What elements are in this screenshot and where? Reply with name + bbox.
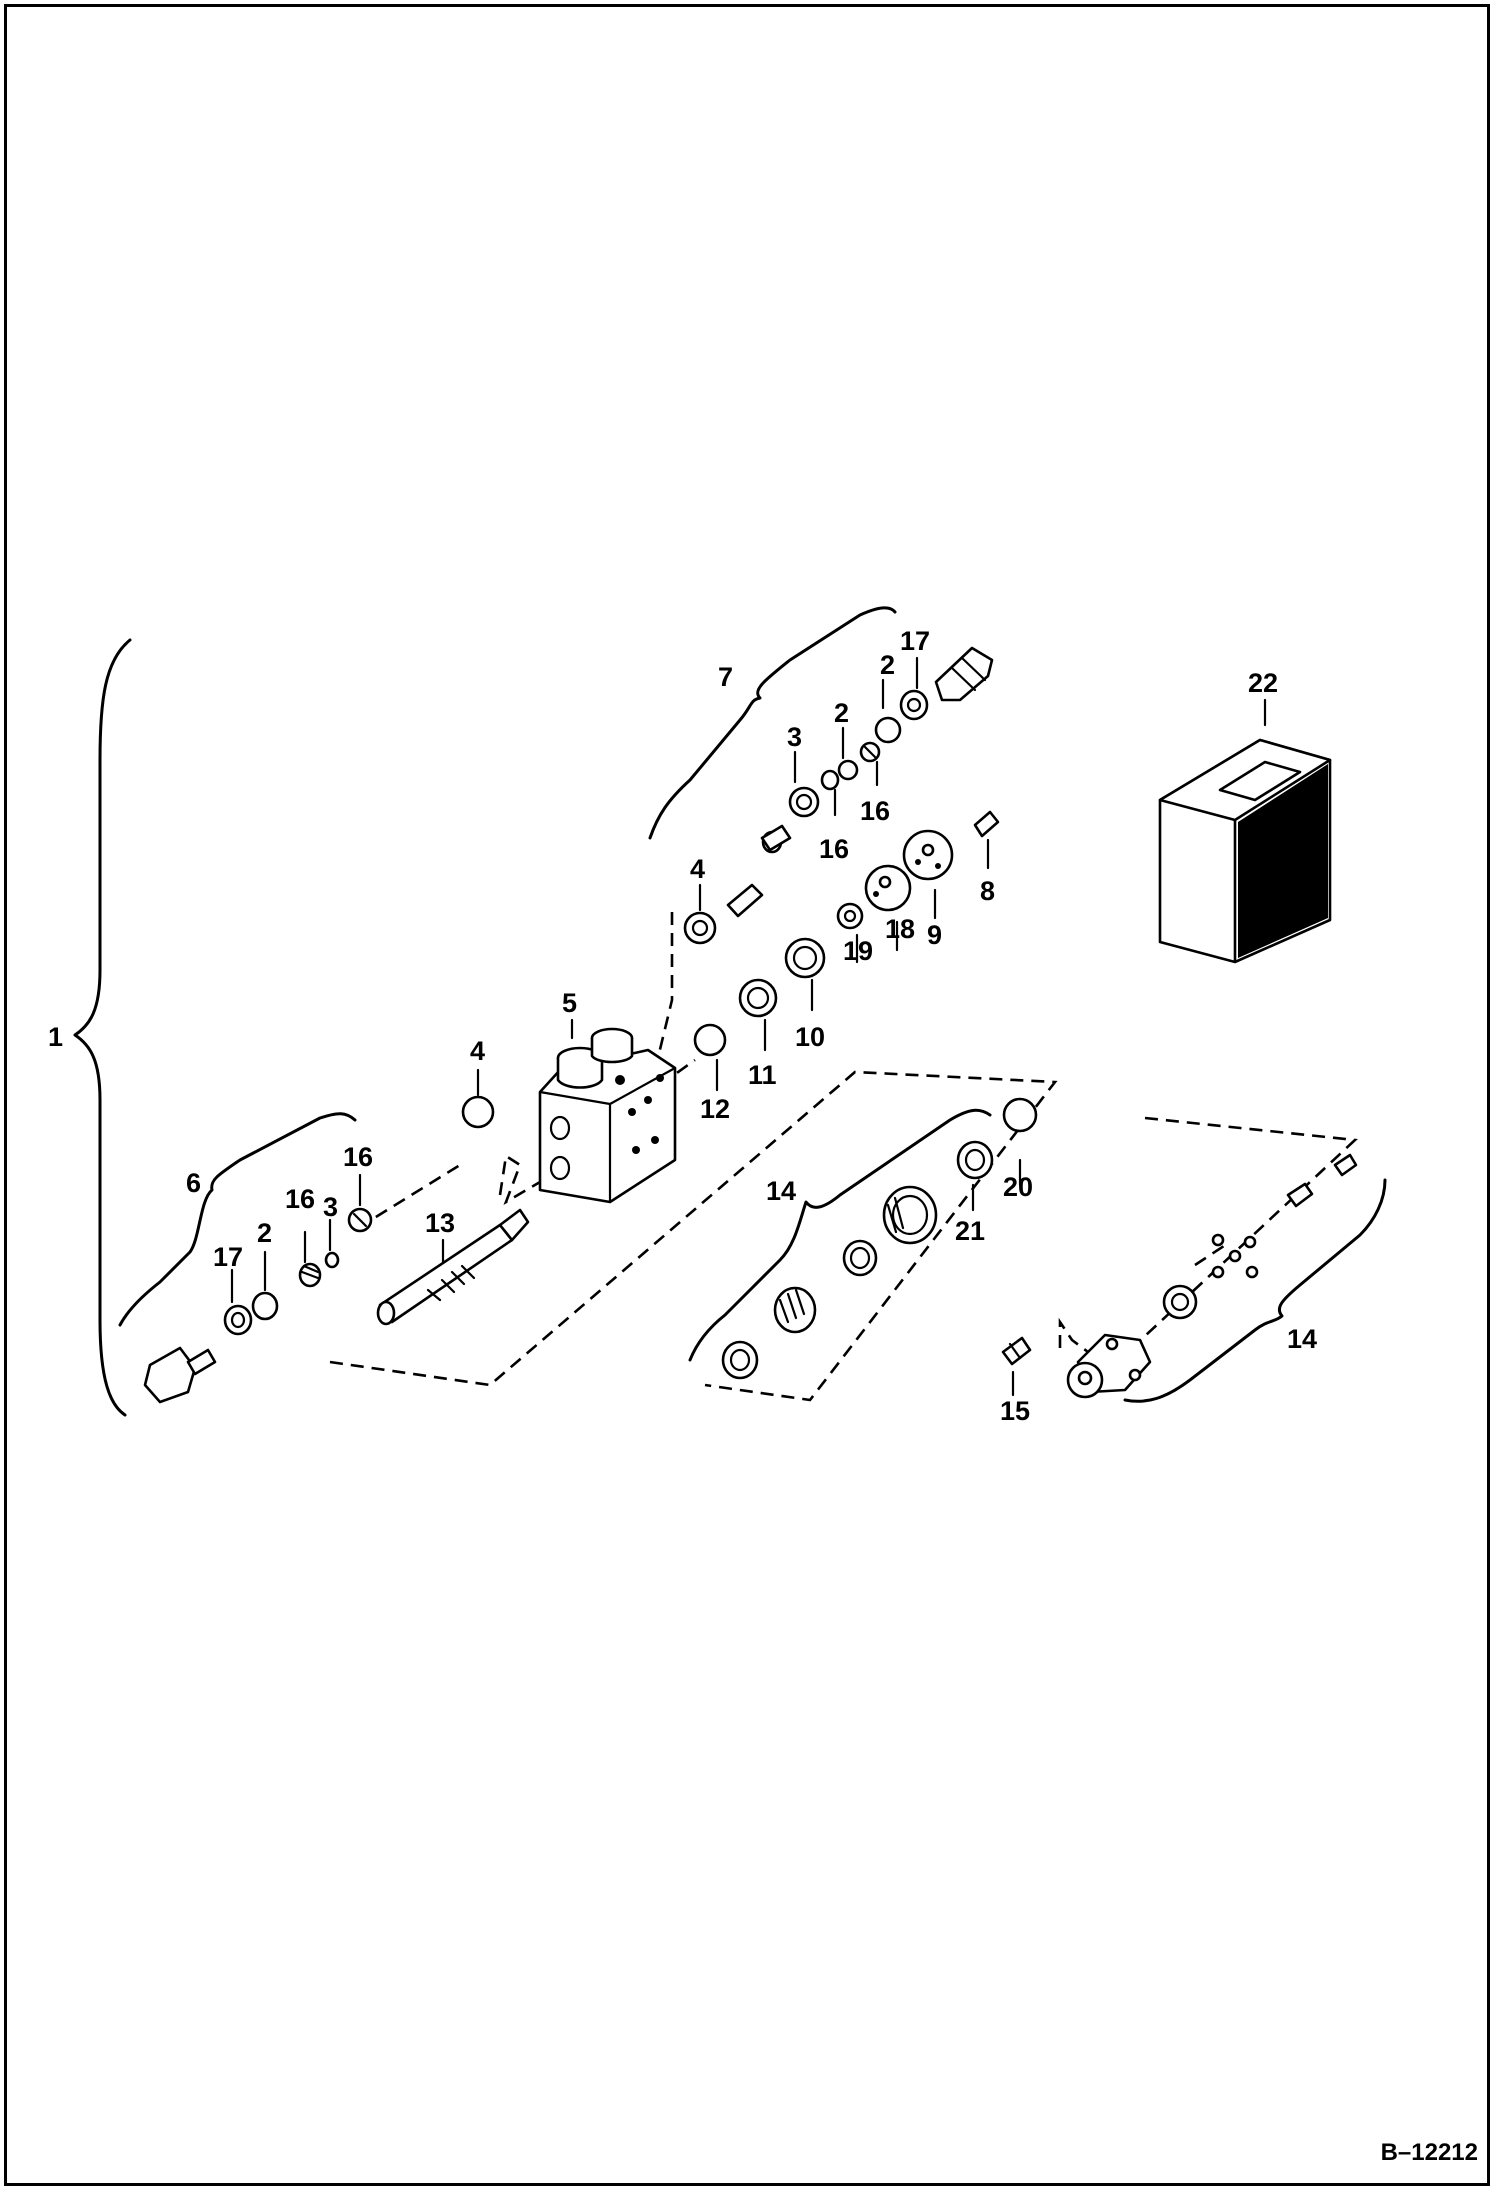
callout-18: 18 (885, 914, 915, 944)
callout-17a: 17 (213, 1242, 243, 1272)
group-brace-6 (118, 1112, 357, 1327)
diagram-frame (4, 4, 1490, 2186)
callout-2b: 2 (834, 698, 849, 728)
callout-labels: 1 2 2 2 3 3 4 4 5 6 7 8 9 10 11 12 13 14… (48, 626, 1317, 1426)
callout-15: 15 (1000, 1396, 1030, 1426)
callout-16b: 16 (343, 1142, 373, 1172)
callout-17b: 17 (900, 626, 930, 656)
callout-16a: 16 (285, 1184, 315, 1214)
spool-13 (376, 1208, 530, 1326)
callout-16d: 16 (860, 796, 890, 826)
group-brace-14-right (1123, 1178, 1387, 1403)
valve-body-5 (538, 1027, 677, 1204)
callout-3b: 3 (787, 722, 802, 752)
relief-assembly-7 (683, 646, 994, 945)
callout-12: 12 (700, 1094, 730, 1124)
dashed-assembly-lines (329, 912, 1358, 1402)
callout-7: 7 (718, 662, 733, 692)
relief-assembly-6 (143, 1207, 373, 1404)
callout-16c: 16 (819, 834, 849, 864)
callout-9: 9 (927, 920, 942, 950)
group-brace-7 (648, 606, 897, 840)
callout-4a: 4 (470, 1036, 485, 1066)
callout-5: 5 (562, 988, 577, 1018)
callout-14b: 14 (1287, 1324, 1317, 1354)
spring-group-14 (721, 1097, 1038, 1380)
leader-lines (230, 656, 1267, 1397)
callout-4b: 4 (690, 854, 705, 884)
callout-21: 21 (955, 1216, 985, 1246)
callout-2c: 2 (880, 650, 895, 680)
callout-14a: 14 (766, 1176, 796, 1206)
group-brace-14-mid (688, 1108, 992, 1362)
callout-20: 20 (1003, 1172, 1033, 1202)
seal-stack (461, 810, 1000, 1129)
callout-1: 1 (48, 1022, 63, 1052)
callout-3a: 3 (323, 1192, 338, 1222)
assembly-brace-1 (73, 638, 132, 1417)
callout-19: 19 (843, 936, 873, 966)
seal-kit-box-22 (1158, 738, 1332, 964)
drawing-code: B–12212 (1381, 2139, 1478, 2166)
callout-10: 10 (795, 1022, 825, 1052)
callout-22: 22 (1248, 668, 1278, 698)
callout-6: 6 (186, 1168, 201, 1198)
callout-8: 8 (980, 876, 995, 906)
cap-group-14 (1001, 1153, 1358, 1399)
callout-2a: 2 (257, 1218, 272, 1248)
callout-13: 13 (425, 1208, 455, 1238)
callout-11: 11 (748, 1060, 777, 1090)
